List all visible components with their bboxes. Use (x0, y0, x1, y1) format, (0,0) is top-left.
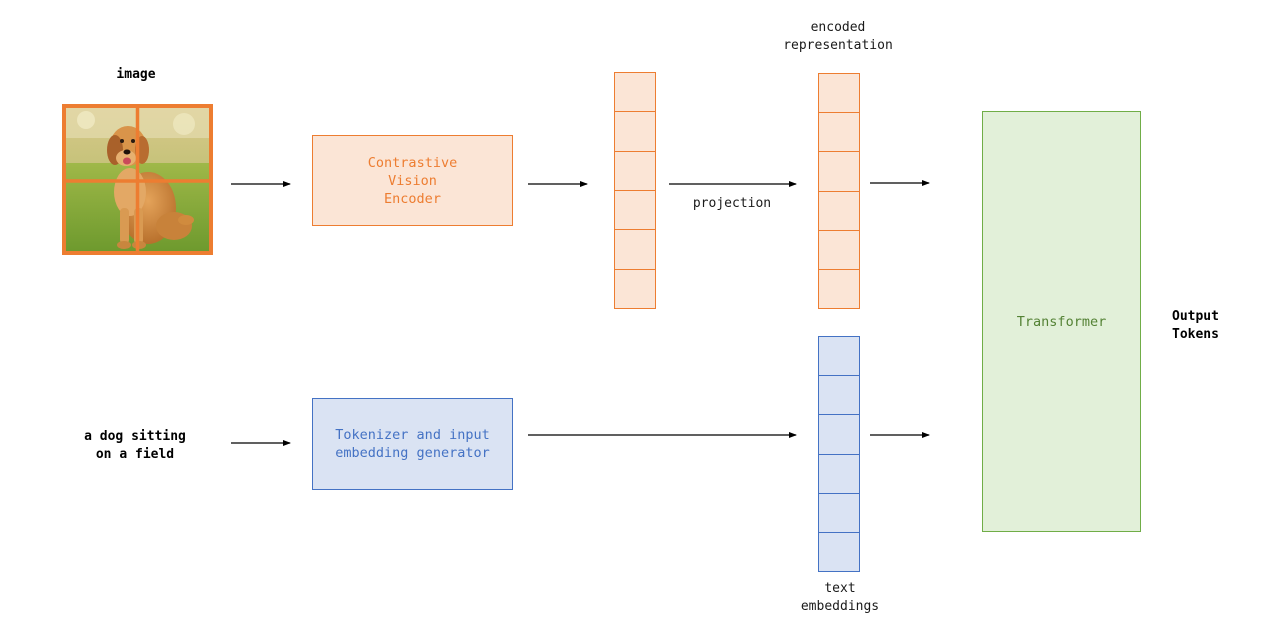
vision-encoder-line-1: Contrastive (367, 154, 458, 171)
vision-encoder-box: Contrastive Vision Encoder (312, 135, 513, 226)
vision-encoder-line-2: Vision (388, 172, 437, 189)
encoded-line-1: encoded (810, 20, 866, 35)
text-input-label: a dog sitting on a field (60, 428, 210, 464)
vision-feature-cell (615, 73, 655, 113)
dog-image (62, 104, 213, 255)
vision-feature-cell (615, 269, 655, 308)
vision-encoder-text: Contrastive Vision Encoder (368, 154, 457, 208)
output-line-2: Tokens (1172, 327, 1219, 342)
encoded-cell (819, 152, 859, 192)
vision-feature-cell (615, 112, 655, 152)
encoded-cell (819, 269, 859, 309)
encoded-representation-label: encoded representation (758, 19, 918, 55)
text-embeddings-line-1: text (824, 581, 856, 596)
encoded-cell (819, 191, 859, 231)
tokenizer-text: Tokenizer and input embedding generator (335, 426, 489, 462)
encoded-line-2: representation (783, 38, 893, 53)
text-embeddings-line-2: embeddings (800, 599, 880, 614)
encoded-cell (819, 74, 859, 114)
output-tokens-label: Output Tokens (1172, 308, 1232, 344)
text-embedding-cell (819, 454, 859, 494)
tokenizer-box: Tokenizer and input embedding generator (312, 398, 513, 490)
text-embedding-cell (819, 415, 859, 455)
transformer-box: Transformer (982, 111, 1141, 532)
tokenizer-line-2: embedding generator (335, 445, 490, 461)
text-embedding-cell (819, 532, 859, 572)
text-input-line-2: on a field (95, 447, 175, 462)
projection-label: projection (692, 196, 772, 211)
text-input-line-1: a dog sitting (84, 429, 186, 444)
text-embedding-cell (819, 337, 859, 377)
output-line-1: Output (1172, 309, 1219, 324)
text-embedding-cell (819, 493, 859, 533)
text-embeddings-label: text embeddings (770, 580, 910, 616)
vision-feature-cell (615, 230, 655, 270)
vision-feature-cell (615, 151, 655, 191)
transformer-label: Transformer (1016, 313, 1107, 330)
text-embedding-cell (819, 376, 859, 416)
vision-encoder-line-3: Encoder (384, 190, 441, 207)
dog-illustration (66, 108, 209, 251)
encoded-cell (819, 230, 859, 270)
vision-features-stack (614, 72, 656, 309)
text-embeddings-stack (818, 336, 860, 572)
tokenizer-line-1: Tokenizer and input (335, 427, 490, 443)
encoded-cell (819, 113, 859, 153)
vision-feature-cell (615, 190, 655, 231)
encoded-representation-stack (818, 73, 860, 309)
image-label: image (116, 67, 156, 82)
